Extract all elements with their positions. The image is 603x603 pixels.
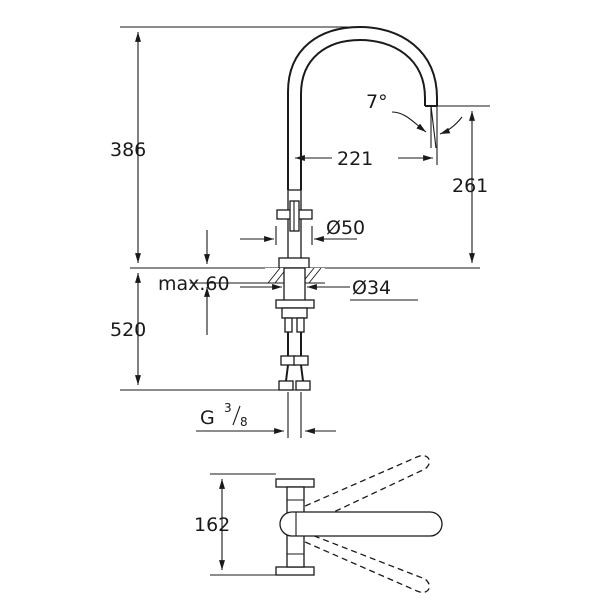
swivel-position-up xyxy=(295,455,430,527)
top-view: 162 xyxy=(194,455,443,593)
spout-inner xyxy=(300,38,426,190)
top-spout xyxy=(279,511,443,537)
dim-label-520: 520 xyxy=(110,319,146,341)
dim-reach: 221 xyxy=(295,106,438,170)
base-flange xyxy=(278,257,310,269)
dim-max-thickness: max.60 xyxy=(158,230,265,335)
dim-label-thread: G xyxy=(200,407,215,429)
dim-height-spout: 261 xyxy=(437,105,490,263)
dim-thread: G 3 8 xyxy=(196,392,336,438)
dim-label-thread-den: 8 xyxy=(240,415,248,429)
dim-height-total: 386 xyxy=(110,26,360,263)
dim-label-162: 162 xyxy=(194,514,230,536)
shank xyxy=(283,267,306,303)
dim-label-angle: 7° xyxy=(366,91,388,113)
side-view: 386 261 221 7° Ø50 xyxy=(110,25,490,438)
lower-fitting xyxy=(281,307,308,319)
dim-hole-diameter: Ø34 xyxy=(240,277,418,301)
dim-angle: 7° xyxy=(366,91,463,149)
dim-label-max60: max.60 xyxy=(158,273,230,295)
top-handle-upper xyxy=(275,478,315,488)
lock-nut xyxy=(275,299,315,309)
dim-label-386: 386 xyxy=(110,139,146,161)
dim-label-261: 261 xyxy=(452,175,488,197)
dim-below-counter: 520 xyxy=(110,273,280,391)
dim-label-d50: Ø50 xyxy=(326,217,365,239)
dim-handle-diameter: Ø50 xyxy=(240,217,365,245)
top-handle-lower xyxy=(275,566,315,576)
dim-label-d34: Ø34 xyxy=(352,277,391,299)
dim-label-thread-num: 3 xyxy=(224,401,232,415)
cross-handle xyxy=(276,200,313,232)
swivel-position-down xyxy=(295,531,430,593)
supply-hoses xyxy=(278,317,311,391)
dim-label-221: 221 xyxy=(337,148,373,170)
dim-top-width: 162 xyxy=(194,473,276,576)
